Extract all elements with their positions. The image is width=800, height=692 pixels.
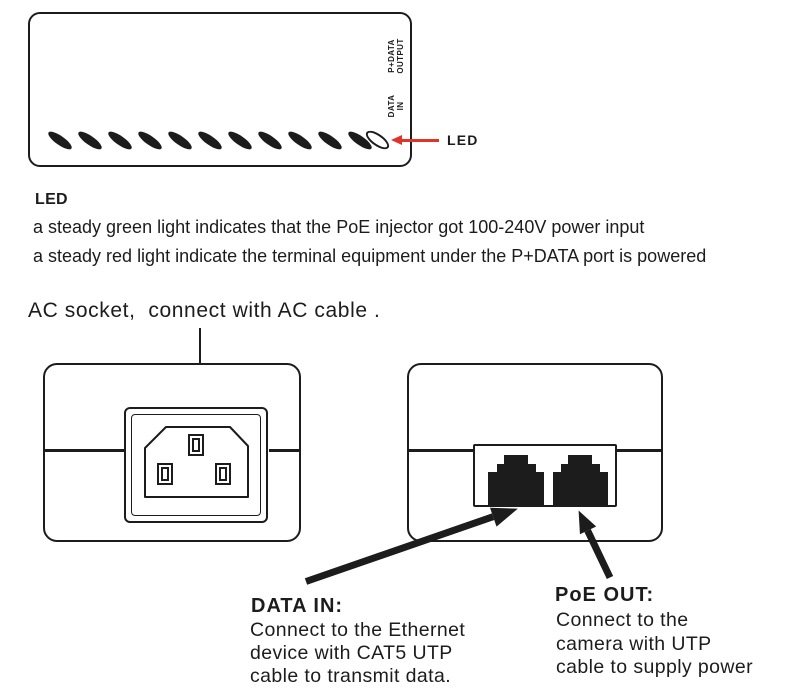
data-in-pointer-arrow: [304, 498, 521, 585]
rj45-poe-out-port-step: [561, 464, 600, 473]
poe-out-note-title: PoE OUT:: [555, 584, 655, 606]
ac-socket-caption: AC socket, connect with AC cable .: [28, 299, 381, 322]
data-in-note-line2: device with CAT5 UTP: [250, 642, 453, 664]
data-in-port-label: DATA IN: [387, 95, 405, 118]
port-side-seam-left: [407, 449, 473, 452]
vent-slots: [45, 128, 386, 153]
ac-pin-live: [157, 463, 173, 485]
ac-side-seam-right: [269, 449, 301, 452]
data-in-note-line3: cable to transmit data.: [250, 665, 452, 687]
ac-pin-earth: [188, 434, 204, 456]
rj45-poe-out-port-tab: [568, 455, 592, 464]
ac-side-seam-left: [43, 449, 125, 452]
rj45-data-in-port-body: [488, 472, 544, 506]
led-pointer-arrowhead-icon: [391, 135, 402, 145]
rj45-data-in-port-step: [497, 464, 536, 473]
led-pointer-label: LED: [447, 132, 479, 148]
ac-pointer-line: [199, 328, 201, 389]
pdata-output-line1: P+DATA: [386, 39, 396, 73]
pdata-output-line2: OUTPUT: [396, 38, 405, 74]
data-in-note-line1: Connect to the Ethernet: [250, 619, 466, 641]
data-in-line1: DATA: [386, 94, 396, 118]
led-green-description: a steady green light indicates that the …: [33, 217, 645, 237]
led-red-description: a steady red light indicate the terminal…: [33, 246, 707, 266]
data-in-line2: IN: [396, 101, 405, 111]
led-pointer-arrow: [401, 139, 439, 142]
pdata-output-port-label: P+DATA OUTPUT: [387, 38, 405, 73]
rj45-poe-out-port-body: [553, 472, 608, 506]
led-section-heading: LED: [35, 191, 68, 208]
poe-out-note-line2: camera with UTP: [556, 633, 712, 655]
ac-pin-neutral-inner: [219, 467, 227, 481]
ac-pin-live-inner: [161, 467, 169, 481]
data-in-note-title: DATA IN:: [251, 595, 344, 617]
rj45-data-in-port-tab: [504, 455, 528, 464]
ac-pin-earth-inner: [192, 438, 200, 452]
port-side-seam-right: [617, 449, 663, 452]
poe-out-note-line3: cable to supply power: [556, 656, 754, 678]
ac-pin-neutral: [215, 463, 231, 485]
rj45-port-panel: [473, 444, 617, 507]
poe-out-note-line1: Connect to the: [556, 609, 689, 631]
